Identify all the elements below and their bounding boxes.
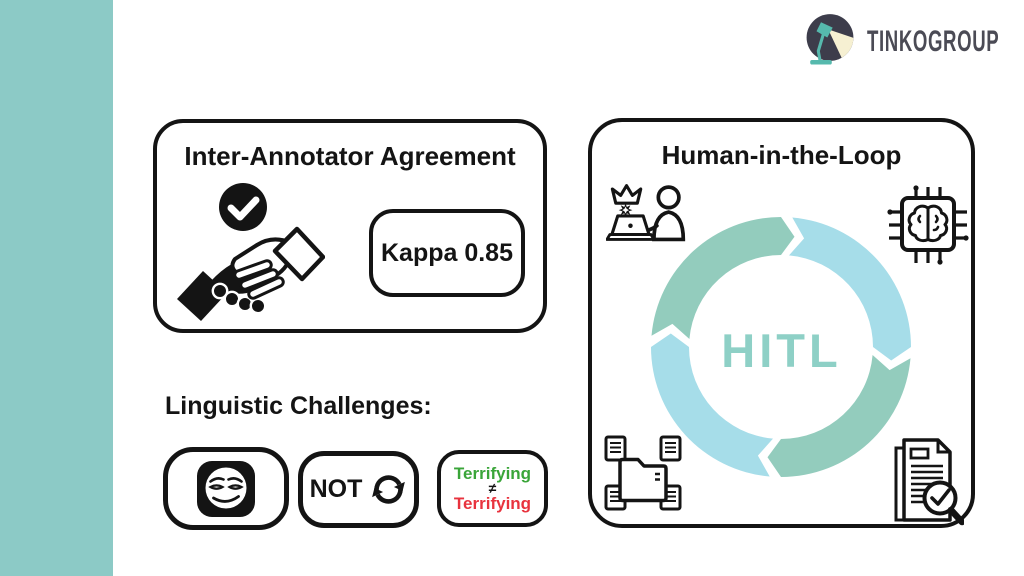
kappa-badge-label: Kappa 0.85 (380, 238, 513, 267)
sarcasm-emoji-card (163, 447, 289, 530)
data-folder-icon (604, 435, 682, 511)
hitl-card-title: Human-in-the-Loop (661, 140, 902, 170)
hitl-center-label: HITL (721, 324, 842, 377)
iaa-card-title: Inter-Annotator Agreement (184, 141, 516, 171)
hitl-cycle-ring (651, 217, 911, 477)
ambiguity-card: Terrifying ≠ Terrifying (437, 450, 548, 527)
hitl-card: Human-in-the-Loop HITL (588, 118, 975, 528)
brand-name: TINKOGROUP (867, 25, 1000, 58)
refresh-cycle-icon (372, 475, 406, 504)
smirking-face-icon (197, 460, 255, 517)
brand-logo: TINKOGROUP (803, 13, 1024, 71)
negation-label: NOT (309, 475, 363, 503)
expert-annotator-icon (606, 184, 686, 242)
not-equal-sign: ≠ (488, 480, 497, 496)
iaa-card: Inter-Annotator Agreement (153, 119, 547, 333)
kappa-badge: Kappa 0.85 (369, 209, 525, 297)
review-document-icon (894, 438, 964, 526)
handshake-agreement-icon (175, 181, 325, 326)
left-accent-bar (0, 0, 113, 576)
ambiguity-word-top: Terrifying (453, 464, 532, 483)
ai-brain-chip-icon (887, 185, 969, 265)
ambiguity-word-bottom: Terrifying (453, 494, 532, 513)
negation-card: NOT (298, 451, 419, 528)
desk-lamp-logo-icon (806, 14, 854, 65)
challenges-heading: Linguistic Challenges: (165, 392, 432, 420)
